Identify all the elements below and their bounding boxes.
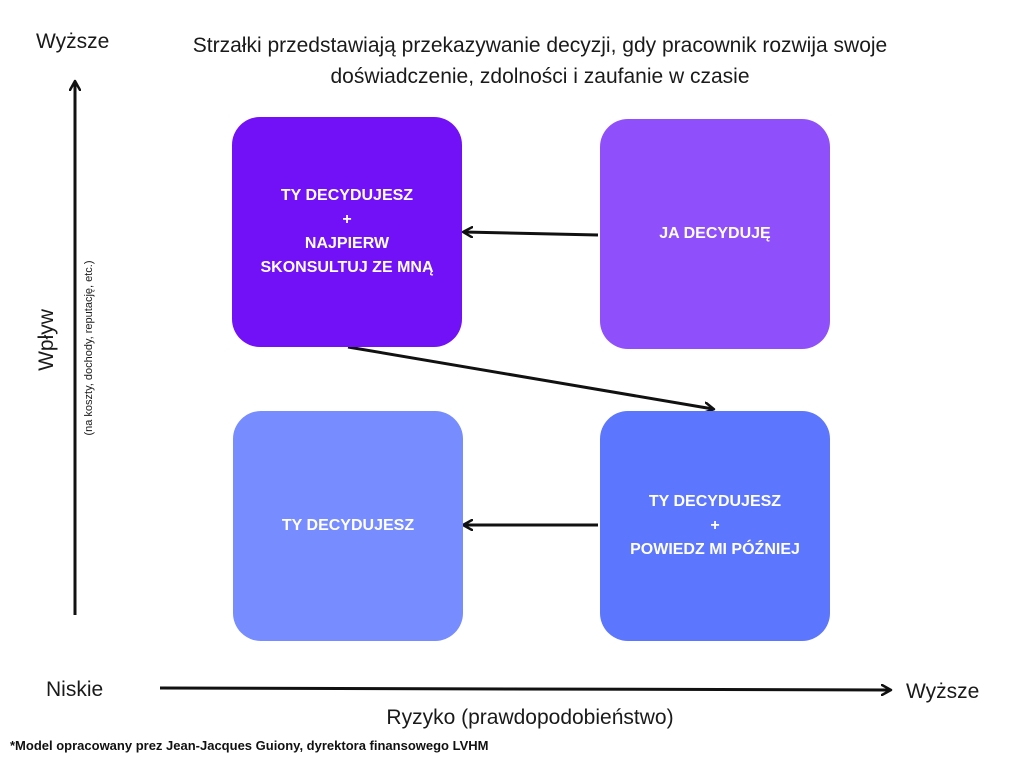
quadrant-line: POWIEDZ MI PÓŹNIEJ xyxy=(630,541,800,558)
arrow-top-right-to-top-left xyxy=(464,232,599,235)
quadrant-bottom-left: TY DECYDUJESZ xyxy=(233,411,463,641)
quadrant-line: NAJPIERW xyxy=(304,235,390,252)
quadrant-top-right: JA DECYDUJĘ xyxy=(600,119,830,349)
diagram-title: Strzałki przedstawiają przekazywanie dec… xyxy=(120,30,960,92)
x-axis-high-label: Wyższe xyxy=(906,680,980,703)
quadrant-line: SKONSULTUJ ZE MNĄ xyxy=(260,259,434,276)
x-axis-arrow xyxy=(159,688,890,690)
y-axis-high-label: Wyższe xyxy=(36,30,110,53)
x-axis-title: Ryzyko (prawdopodobieństwo) xyxy=(386,706,674,729)
quadrant-top-left-text: TY DECYDUJESZ + NAJPIERW SKONSULTUJ ZE M… xyxy=(260,184,433,280)
quadrant-line: + xyxy=(710,517,720,534)
y-axis-subtitle: (na koszty, dochody, reputację, etc.) xyxy=(83,260,95,436)
quadrant-line: TY DECYDUJESZ xyxy=(280,187,414,204)
quadrant-line: JA DECYDUJĘ xyxy=(659,225,771,242)
y-axis-title: Wpływ xyxy=(35,309,58,371)
footnote: *Model opracowany prez Jean-Jacques Guio… xyxy=(10,738,489,753)
quadrant-top-right-text: JA DECYDUJĘ xyxy=(659,222,770,246)
quadrant-line: TY DECYDUJESZ xyxy=(648,493,782,510)
quadrant-line: TY DECYDUJESZ xyxy=(281,517,415,534)
x-axis-low-label: Niskie xyxy=(46,678,104,701)
quadrant-line: + xyxy=(342,211,352,228)
quadrant-bottom-right: TY DECYDUJESZ + POWIEDZ MI PÓŹNIEJ xyxy=(600,411,830,641)
title-line-2: doświadczenie, zdolności i zaufanie w cz… xyxy=(330,65,750,88)
quadrant-bottom-left-text: TY DECYDUJESZ xyxy=(282,514,414,538)
arrow-top-left-to-bottom-right xyxy=(347,345,713,409)
quadrant-bottom-right-text: TY DECYDUJESZ + POWIEDZ MI PÓŹNIEJ xyxy=(630,490,800,562)
quadrant-top-left: TY DECYDUJESZ + NAJPIERW SKONSULTUJ ZE M… xyxy=(232,117,462,347)
title-line-1: Strzałki przedstawiają przekazywanie dec… xyxy=(192,34,888,57)
